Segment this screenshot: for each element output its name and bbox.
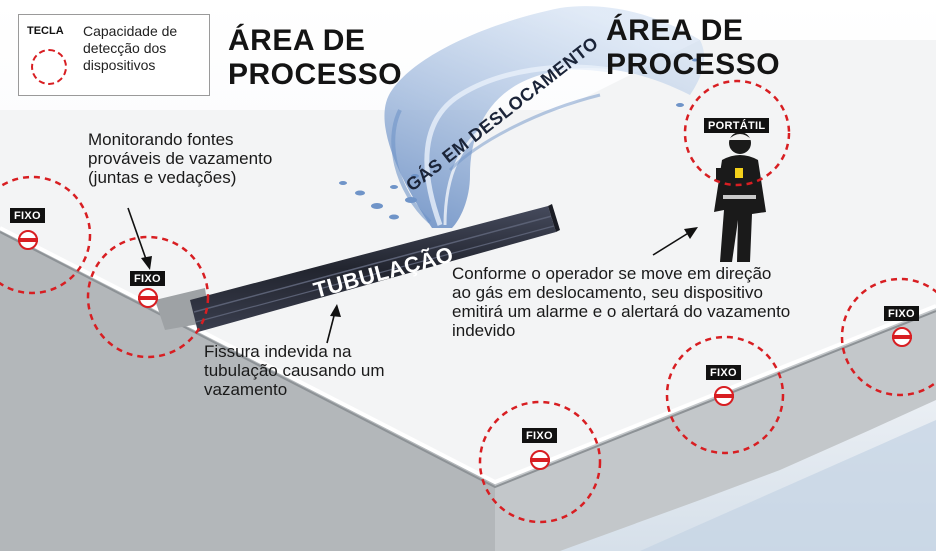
platform-side-left: [0, 228, 495, 551]
process-area-title-line2: PROCESSO: [606, 48, 781, 81]
pipe: [190, 206, 556, 332]
process-area-title-left: ÁREA DE PROCESSO: [228, 24, 402, 92]
annotation-operator: Conforme o operador se move em direção a…: [452, 264, 791, 340]
detector-ring-3: [478, 400, 602, 524]
detector-icon-3: [530, 450, 550, 470]
detector-badge-5: FIXO: [884, 306, 919, 321]
arrow-monitoring: [127, 207, 152, 270]
detector-icon-4: [714, 386, 734, 406]
arrow-crack: [326, 304, 341, 344]
operator-figure: [714, 132, 766, 262]
water: [640, 420, 936, 551]
platform-side-right: [495, 306, 936, 551]
legend-key-label: TECLA: [27, 25, 64, 37]
legend-description: Capacidade de detecção dos dispositivos: [83, 23, 178, 73]
detector-ring-1: [0, 175, 92, 295]
pipe-highlight-2: [195, 225, 555, 323]
gas-plume: [339, 6, 705, 229]
process-area-title-line1: ÁREA DE: [228, 24, 366, 57]
detector-badge-2: FIXO: [130, 271, 165, 286]
pipe-end: [548, 204, 560, 232]
detector-badge-1: FIXO: [10, 208, 45, 223]
detector-icon-1: [18, 230, 38, 250]
platform-top: [0, 40, 936, 482]
detector-icon-5: [892, 327, 912, 347]
legend: TECLA Capacidade de detecção dos disposi…: [18, 14, 210, 96]
annotation-monitoring: Monitorando fontes prováveis de vazament…: [88, 130, 273, 187]
process-area-title-line1: ÁREA DE: [606, 14, 744, 47]
process-area-title-right: ÁREA DE PROCESSO: [606, 14, 780, 82]
detector-icon-2: [138, 288, 158, 308]
process-area-title-line2: PROCESSO: [228, 58, 403, 91]
pipe-highlight: [193, 215, 553, 313]
detector-ring-portable: [683, 79, 791, 187]
detector-badge-3: FIXO: [522, 428, 557, 443]
annotation-crack: Fissura indevida na tubulação causando u…: [204, 342, 385, 399]
arrow-operator: [652, 227, 698, 256]
detector-ring-4: [665, 335, 785, 455]
detector-ring-5: [840, 277, 936, 397]
detector-badge-4: FIXO: [706, 365, 741, 380]
legend-detection-circle-icon: [31, 49, 67, 85]
detector-badge-portable: PORTÁTIL: [704, 118, 770, 133]
detector-ring-2: [86, 235, 210, 359]
